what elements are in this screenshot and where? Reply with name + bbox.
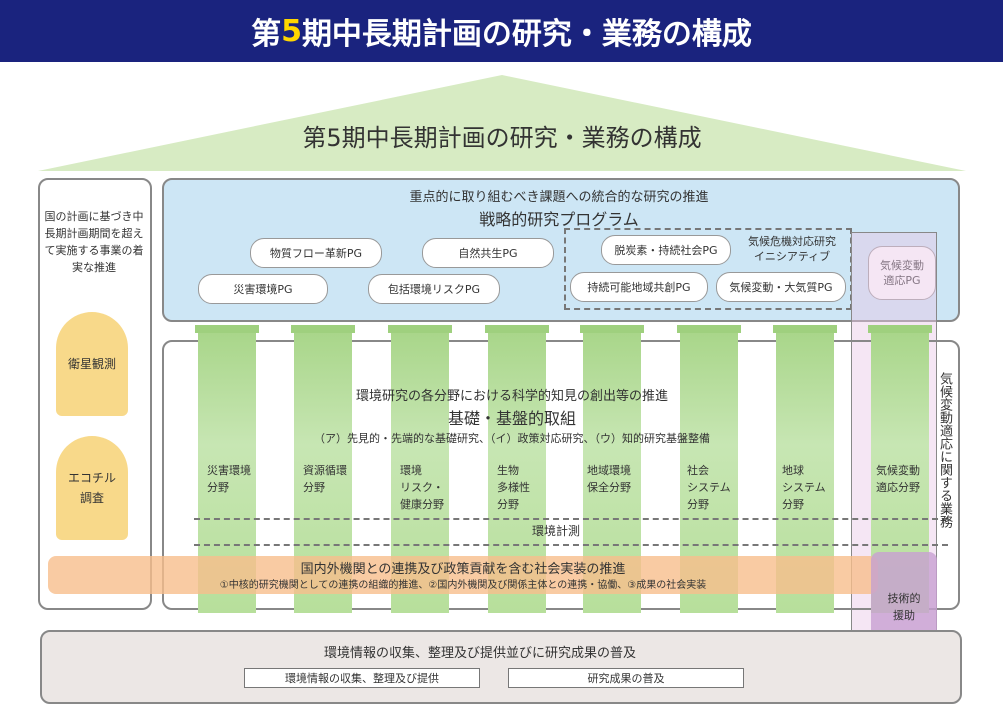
field-social-systems: 社会 システム 分野	[687, 464, 731, 511]
pg-climate-air-quality: 気候変動・大気質PG	[716, 272, 846, 302]
tech-support-label: 技術的 援助	[887, 592, 921, 622]
pg-comprehensive-risk: 包括環境リスクPG	[368, 274, 500, 304]
field-risk-health: 環境 リスク・ 健康分野	[400, 464, 444, 511]
strategic-program-subtitle: 重点的に取り組むべき課題への統合的な研究の推進	[409, 190, 709, 205]
pg-regional-cocreation: 持続可能地域共創PG	[570, 272, 708, 302]
fundamental-subtitle: 環境研究の各分野における科学的知見の創出等の推進	[355, 389, 668, 404]
pg-climate-adaptation: 気候変動 適応PG	[868, 246, 936, 300]
field-earth-systems: 地球 システム 分野	[782, 464, 826, 511]
pillar-cap	[677, 325, 741, 333]
field-regional-environment: 地域環境 保全分野	[587, 464, 631, 494]
fundamental-research-box	[162, 340, 960, 610]
pg-decarbonization: 脱炭素・持続社会PG	[601, 235, 731, 265]
pillar-cap	[773, 325, 837, 333]
info-collection-box: 環境情報の収集、整理及び提供	[244, 668, 480, 688]
pg-material-flow: 物質フロー革新PG	[250, 238, 382, 268]
research-dissemination-box: 研究成果の普及	[508, 668, 744, 688]
information-dissemination-box	[40, 630, 962, 704]
roof-shape	[38, 75, 966, 171]
partnership-details: ①中核的研究機関としての連携の組織的推進、②国内外機関及び関係主体との連携・協働…	[219, 580, 707, 591]
pillar-cap	[195, 325, 259, 333]
banner-number: 5	[281, 13, 302, 49]
pillar-cap	[580, 325, 644, 333]
banner-suffix: 期中長期計画の研究・業務の構成	[301, 17, 752, 52]
monitoring-label: 環境計測	[532, 524, 581, 538]
field-climate-adaptation: 気候変動 適応分野	[876, 464, 920, 494]
climate-initiative-label: 気候危機対応研究 イニシアティブ	[748, 235, 836, 263]
strategic-program-title: 戦略的研究プログラム	[479, 210, 639, 229]
partnership-title: 国内外機関との連携及び政策貢献を含む社会実装の推進	[300, 562, 626, 577]
ecochil-survey-block: エコチル 調査	[56, 436, 128, 540]
pillar-cap	[868, 325, 932, 333]
information-dissemination-title: 環境情報の収集、整理及び提供並びに研究成果の普及	[323, 646, 636, 661]
field-disaster: 災害環境 分野	[207, 464, 251, 494]
pillar-cap	[291, 325, 355, 333]
satellite-observation-block: 衛星観測	[56, 312, 128, 416]
fundamental-title: 基礎・基盤的取組	[447, 409, 576, 428]
pillar-cap	[388, 325, 452, 333]
banner-prefix: 第	[251, 17, 282, 52]
pillar-cap	[485, 325, 549, 333]
roof-title: 第5期中長期計画の研究・業務の構成	[302, 124, 702, 152]
fundamental-details: （ア）先見的・先端的な基礎研究、（イ）政策対応研究、（ウ）知的研究基盤整備	[314, 432, 710, 445]
field-biodiversity: 生物 多様性 分野	[497, 464, 530, 511]
adaptation-vertical-label: 気候変動適応に関する業務	[937, 372, 952, 528]
ongoing-projects-text: 国の計画に基づき中長期計画期間を超えて実施する事業の着実な推進	[44, 210, 144, 274]
partnership-band	[48, 556, 878, 594]
monitoring-band	[194, 518, 948, 546]
pg-nature-coexistence: 自然共生PG	[422, 238, 554, 268]
pg-disaster-environment: 災害環境PG	[198, 274, 328, 304]
field-resource: 資源循環 分野	[303, 464, 347, 494]
